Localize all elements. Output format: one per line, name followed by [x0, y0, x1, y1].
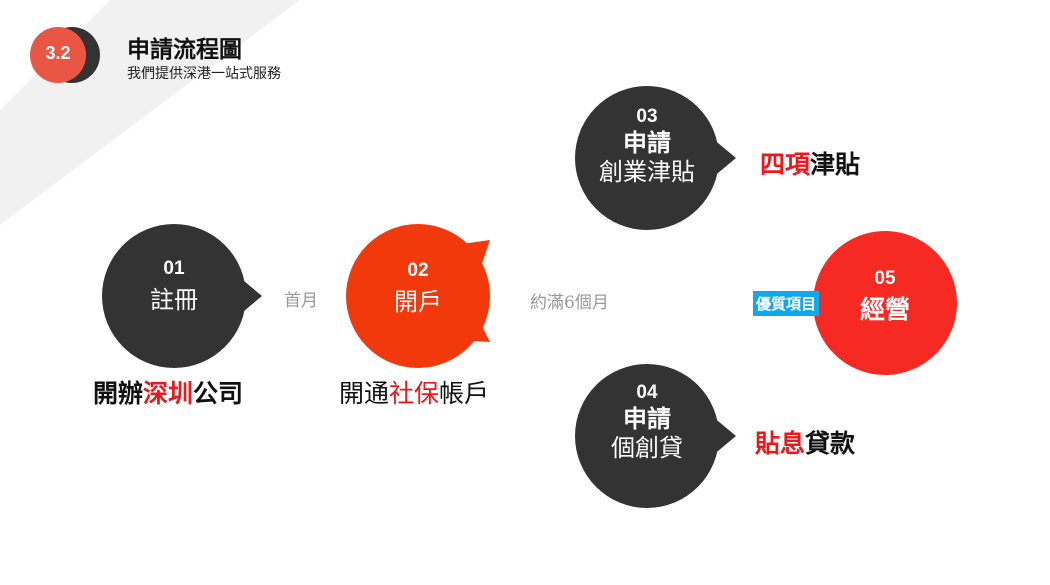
- step-04-note: 貼息貸款: [755, 429, 856, 458]
- connector-six-months: 約滿6個月: [530, 293, 609, 313]
- step-01: 01 註冊: [102, 258, 246, 315]
- step-label: 個創貸: [611, 433, 683, 462]
- step-label-top: 申請: [623, 128, 671, 157]
- step-label: 註冊: [150, 286, 198, 314]
- step-05-bubble: [813, 231, 957, 375]
- step-03-bubble: [575, 86, 736, 230]
- step-number: 05: [874, 268, 896, 289]
- step-04-bubble: [575, 364, 736, 508]
- step-01-caption: 開辦深圳公司: [93, 379, 244, 408]
- step-03-note: 四項津貼: [760, 150, 861, 179]
- step-02-caption: 開通社保帳戶: [339, 379, 490, 408]
- step-label: 經營: [859, 295, 910, 324]
- badge-circle: [30, 27, 86, 83]
- connector-first-month: 首月: [284, 291, 318, 311]
- step-label: 開戶: [394, 288, 442, 316]
- page-title: 申請流程圖: [127, 37, 242, 63]
- step-01-bubble: [102, 224, 262, 368]
- step-label: 創業津貼: [599, 157, 695, 186]
- step-05: 05 經營: [813, 268, 957, 326]
- step-04: 04 申請 個創貸: [575, 382, 719, 462]
- quality-project-tag: 優質項目: [753, 291, 820, 316]
- step-number: 03: [636, 106, 658, 127]
- page-subtitle: 我們提供深港一站式服務: [127, 66, 281, 82]
- step-number: 01: [163, 258, 185, 279]
- step-number: 02: [407, 260, 429, 281]
- step-02-bubble: [346, 224, 490, 368]
- step-label-top: 申請: [623, 404, 671, 433]
- step-03: 03 申請 創業津貼: [575, 106, 719, 186]
- step-number: 04: [636, 382, 658, 403]
- section-badge: 3.2: [45, 43, 71, 63]
- step-02: 02 開戶: [346, 260, 490, 317]
